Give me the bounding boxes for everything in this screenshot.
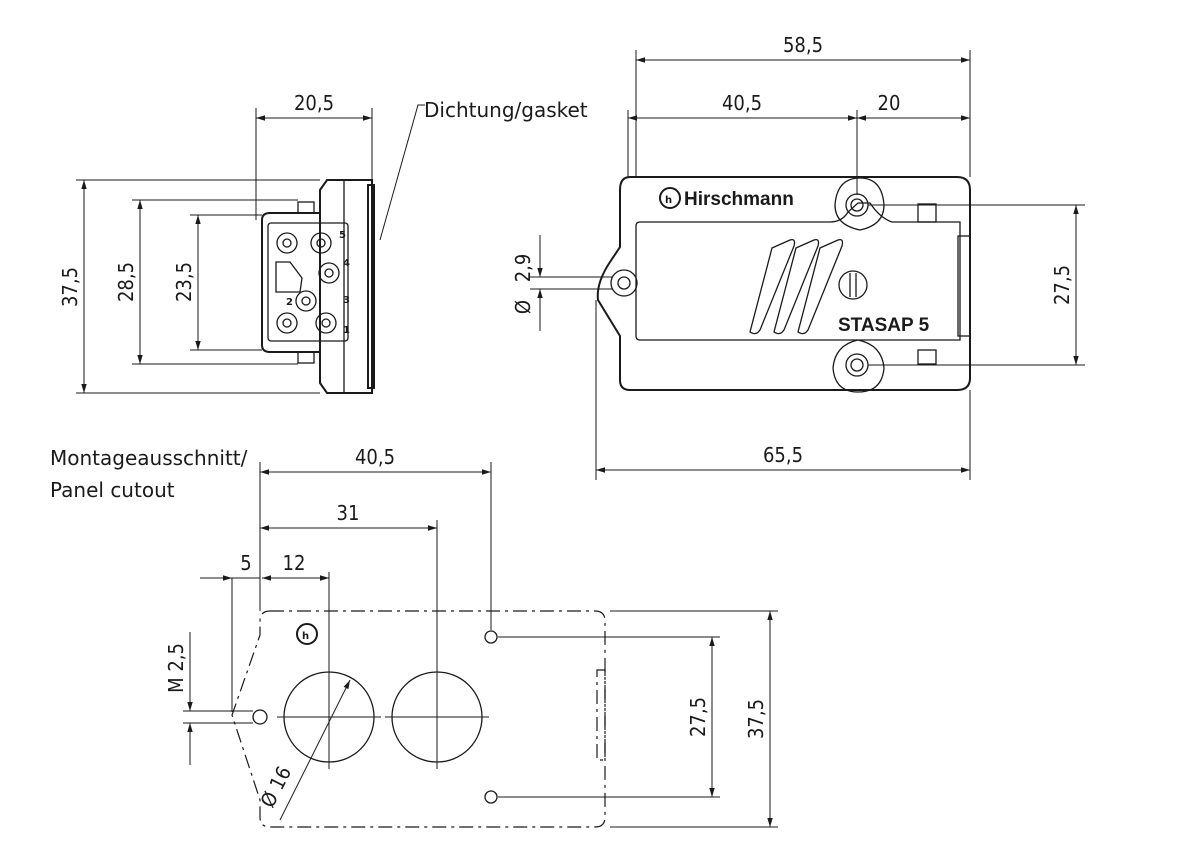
panel-cutout: Montageausschnitt/ Panel cutout h Ø 16 [50,445,778,828]
dim-side-height-mid: 28,5 [114,262,138,302]
pin-label-4: 4 [343,258,350,269]
dim-side-width: 20,5 [294,91,334,115]
dim-side-height-inner: 23,5 [172,262,196,302]
vent-slots [749,238,844,335]
brand-logo-icon: h [665,195,672,206]
dim-top-offset: 20 [878,91,901,115]
dim-cutout-hole-spacing: 27,5 [686,697,710,737]
brand-name: Hirschmann [684,189,794,210]
dim-top-hole-diameter: 2,9 [511,254,535,283]
dim-top-hole-spacing: 27,5 [1050,265,1074,305]
side-view: 5 4 3 2 1 20,5 37,5 28,5 23,5 Dichtung/g… [58,91,588,394]
gasket-label: Dichtung/gasket [424,98,588,122]
pin-label-1: 1 [343,325,350,336]
dim-cutout-d1: 40,5 [355,445,395,469]
pin-label-2: 2 [286,297,293,308]
cutout-title-line1: Montageausschnitt/ [50,446,248,470]
dim-top-body: 40,5 [722,91,762,115]
dim-cutout-d4: 12 [283,551,306,575]
pin-label-3: 3 [343,295,350,306]
dim-cutout-thread: M 2,5 [164,643,188,693]
dim-cutout-hole-diameter: Ø 16 [255,762,296,811]
diameter-symbol: Ø [511,300,535,314]
dim-cutout-d3: 5 [240,551,251,575]
dim-cutout-d2: 31 [337,501,360,525]
dim-top-length: 58,5 [783,33,823,57]
dim-side-height-total: 37,5 [58,267,82,307]
top-view: h Hirschmann STASAP 5 58,5 40,5 20 65,5 … [511,33,1085,480]
dim-top-overall: 65,5 [763,443,803,467]
pin-label-5: 5 [339,230,346,241]
contact-pins: 5 4 3 2 1 [275,230,350,336]
dim-cutout-height: 37,5 [744,699,768,739]
cutout-title-line2: Panel cutout [50,478,175,502]
cutout-logo-icon: h [302,631,309,642]
model-name: STASAP 5 [838,315,930,336]
